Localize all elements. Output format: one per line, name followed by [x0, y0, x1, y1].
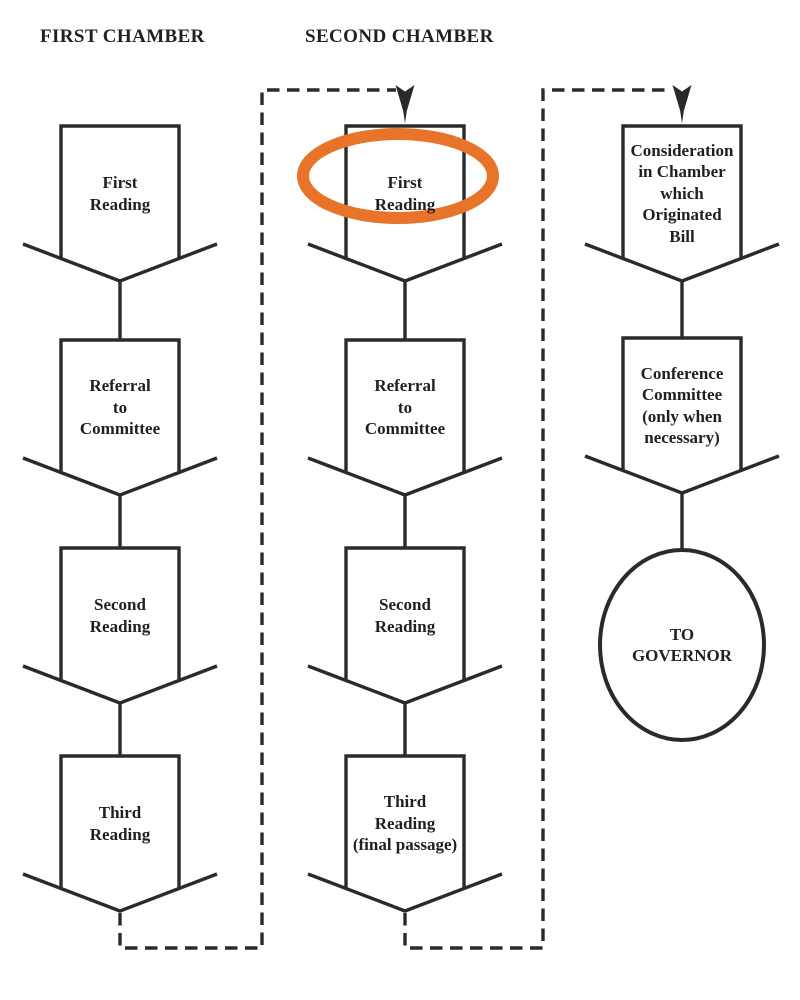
entry-arrowhead-second-chamber [395, 85, 415, 124]
first-chamber-step-1-arrow [22, 124, 218, 283]
highlight-ellipse-annotation [297, 128, 499, 224]
first-chamber-step-1-label: First Reading [89, 173, 151, 214]
second-chamber-step-2-label: Referral to Committee [364, 376, 446, 439]
second-chamber-heading: SECOND CHAMBER [305, 26, 494, 47]
first-chamber-heading: FIRST CHAMBER [40, 26, 205, 47]
resolution-step-1-label: Consideration in Chamber which Originate… [630, 140, 734, 246]
first-chamber-step-4-arrow [22, 754, 218, 913]
first-chamber-step-3-arrow [22, 546, 218, 705]
first-chamber-step-2-arrow [22, 338, 218, 497]
second-chamber-step-3-arrow [307, 546, 503, 705]
resolution-step-2-label: Conference Committee (only when necessar… [640, 363, 724, 448]
second-chamber-step-4-arrow [307, 754, 503, 913]
second-chamber-step-1-label: First Reading [374, 173, 436, 214]
second-chamber-step-4-label: Third Reading (final passage) [352, 792, 458, 855]
first-chamber-step-3-label: Second Reading [89, 595, 151, 636]
resolution-step-1-arrow [584, 124, 780, 283]
to-governor-label: TO GOVERNOR [631, 624, 733, 666]
to-governor-ellipse [598, 548, 766, 742]
second-chamber-column [307, 124, 503, 913]
resolution-column [584, 124, 780, 742]
crossover-connector-second-to-origin [403, 88, 671, 950]
first-chamber-step-2-label: Referral to Committee [79, 376, 161, 439]
second-chamber-step-2-arrow [307, 338, 503, 497]
entry-arrowhead-origin-chamber [672, 85, 692, 124]
crossover-connector-first-to-second [118, 88, 396, 950]
first-chamber-step-4-label: Third Reading [89, 803, 151, 844]
first-chamber-column [22, 124, 218, 913]
resolution-step-2-arrow [584, 336, 780, 495]
second-chamber-step-3-label: Second Reading [374, 595, 436, 636]
